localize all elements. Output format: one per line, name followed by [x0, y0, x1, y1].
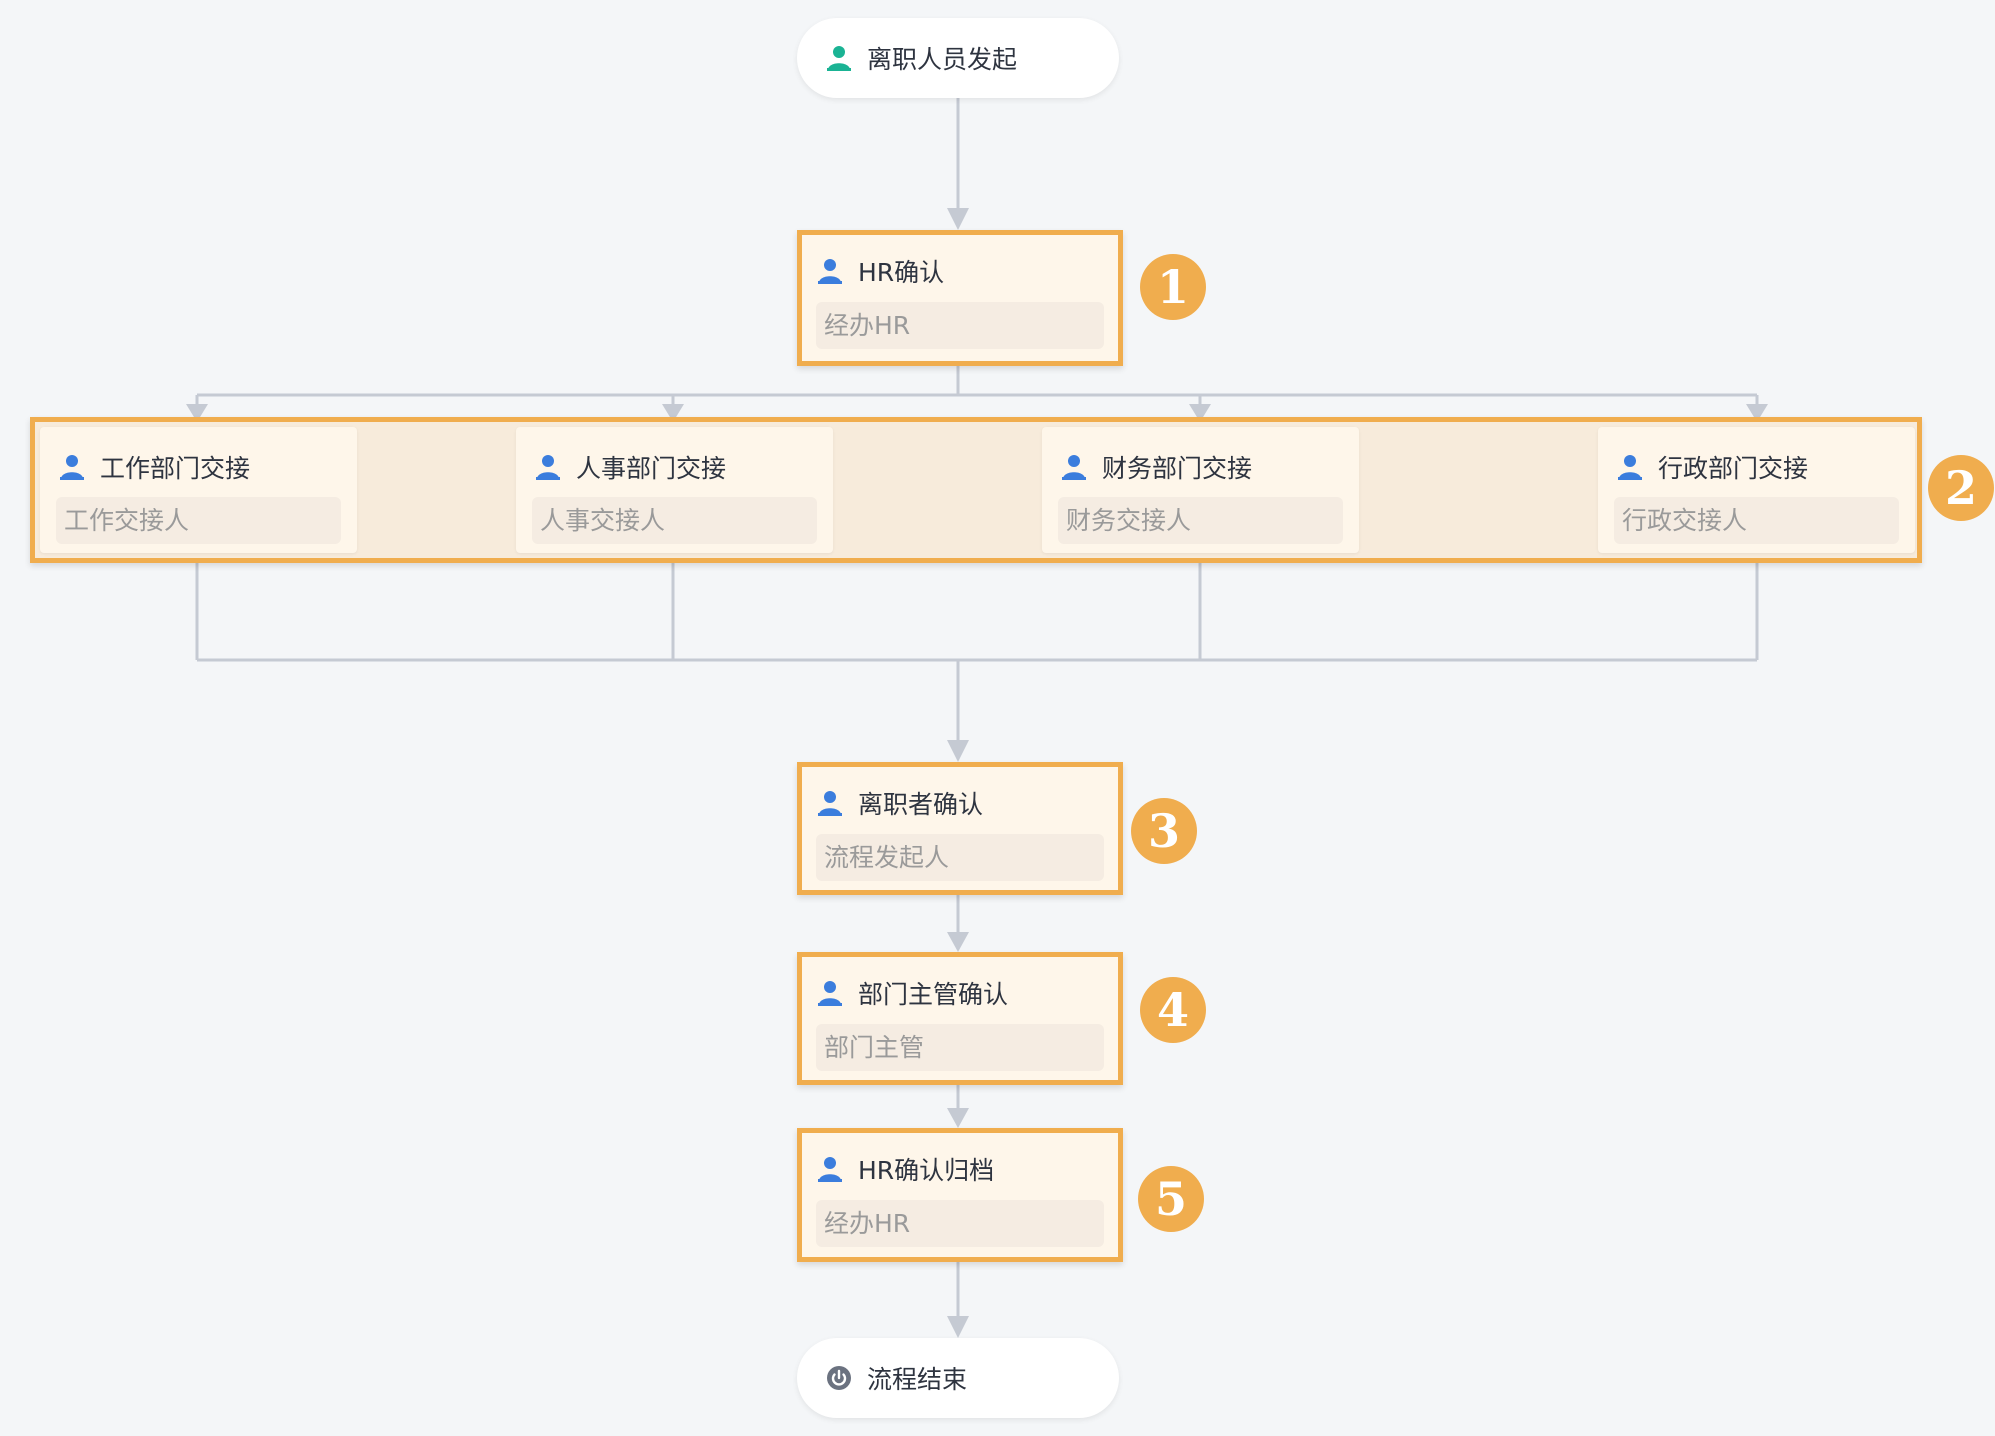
user-icon — [818, 791, 842, 816]
arrow-step1 — [947, 208, 969, 230]
branch-admin-handover[interactable]: 行政部门交接 行政交接人 — [1598, 427, 1915, 553]
step-hr-archive[interactable]: HR确认归档 经办HR — [797, 1128, 1123, 1262]
branch-work-handover[interactable]: 工作部门交接 工作交接人 — [40, 427, 357, 553]
arrow-branch4 — [1746, 404, 1768, 422]
step-title: 离职者确认 — [858, 790, 984, 819]
step-title-row: 离职者确认 — [816, 785, 983, 821]
branch-title-row: 人事部门交接 — [534, 449, 726, 485]
branch-title: 人事部门交接 — [576, 454, 727, 483]
branch-assignee: 工作交接人 — [56, 497, 341, 544]
step-badge-4: 4 — [1140, 977, 1206, 1043]
branch-title: 行政部门交接 — [1658, 454, 1809, 483]
step-title-row: 部门主管确认 — [816, 975, 1008, 1011]
step-title: HR确认归档 — [858, 1156, 995, 1185]
branch-hr-handover[interactable]: 人事部门交接 人事交接人 — [516, 427, 833, 553]
step-manager-confirm[interactable]: 部门主管确认 部门主管 — [797, 952, 1123, 1085]
arrow-branch3 — [1189, 404, 1211, 422]
branch-title-row: 行政部门交接 — [1616, 449, 1808, 485]
user-icon — [827, 46, 851, 71]
step-hr-confirm[interactable]: HR确认 经办HR — [797, 230, 1123, 366]
branch-assignee: 人事交接人 — [532, 497, 817, 544]
user-icon — [60, 455, 84, 480]
user-icon — [818, 981, 842, 1006]
step-badge-5: 5 — [1138, 1166, 1204, 1232]
user-icon — [1062, 455, 1086, 480]
step-badge-1: 1 — [1140, 254, 1206, 320]
power-icon — [827, 1366, 851, 1390]
branch-assignee: 行政交接人 — [1614, 497, 1899, 544]
step-assignee: 经办HR — [816, 302, 1104, 349]
end-node[interactable]: 流程结束 — [797, 1338, 1119, 1418]
user-icon — [1618, 455, 1642, 480]
arrow-branch1 — [186, 404, 208, 422]
arrow-end — [947, 1316, 969, 1338]
step-assignee: 部门主管 — [816, 1024, 1104, 1071]
start-node[interactable]: 离职人员发起 — [797, 18, 1119, 98]
branch-title: 工作部门交接 — [100, 454, 251, 483]
start-label: 离职人员发起 — [867, 45, 1018, 74]
branch-title-row: 财务部门交接 — [1060, 449, 1252, 485]
end-label: 流程结束 — [867, 1365, 968, 1394]
step-title-row: HR确认 — [816, 253, 944, 289]
branch-assignee: 财务交接人 — [1058, 497, 1343, 544]
branch-finance-handover[interactable]: 财务部门交接 财务交接人 — [1042, 427, 1359, 553]
step-title: 部门主管确认 — [858, 980, 1009, 1009]
branch-title: 财务部门交接 — [1102, 454, 1253, 483]
arrow-branch2 — [662, 404, 684, 422]
step-title-row: HR确认归档 — [816, 1151, 994, 1187]
branch-title-row: 工作部门交接 — [58, 449, 250, 485]
step-badge-2: 2 — [1928, 455, 1994, 521]
step-leaver-confirm[interactable]: 离职者确认 流程发起人 — [797, 762, 1123, 895]
step-badge-3: 3 — [1131, 798, 1197, 864]
step-assignee: 经办HR — [816, 1200, 1104, 1247]
user-icon — [818, 1157, 842, 1182]
arrow-step5 — [947, 1108, 969, 1128]
arrow-step4 — [947, 932, 969, 952]
arrow-step3 — [947, 740, 969, 762]
user-icon — [536, 455, 560, 480]
step-title: HR确认 — [858, 258, 945, 287]
step-assignee: 流程发起人 — [816, 834, 1104, 881]
user-icon — [818, 259, 842, 284]
